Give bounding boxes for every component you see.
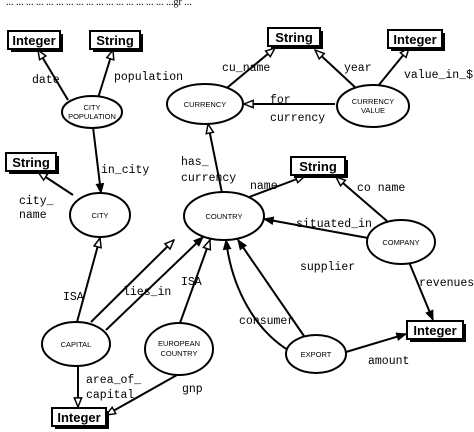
label-isa-capital: ISA — [63, 291, 84, 304]
label-area-of: area_of_ — [86, 374, 141, 387]
currency-value-label-1: CURRENCY — [352, 97, 395, 106]
edge-cu-name — [221, 48, 275, 93]
edge-date — [38, 50, 69, 101]
label-area-capital: capital — [86, 389, 134, 402]
integer-box-right: Integer — [406, 320, 466, 342]
integer-box-top-right-label: Integer — [393, 32, 436, 47]
edge-labels: date population in_city city_ name cu_na… — [19, 62, 474, 402]
edge-revenues — [408, 261, 434, 320]
label-name: name — [250, 180, 278, 193]
european-country-label-1: EUROPEAN — [158, 339, 200, 348]
string-box-left-label: String — [12, 155, 50, 170]
european-country-label-2: COUNTRY — [161, 349, 198, 358]
edge-city-name — [38, 172, 74, 196]
edge-isa-capital — [90, 240, 174, 323]
label-gnp: gnp — [182, 383, 203, 396]
string-box-top-label: String — [275, 30, 313, 45]
edge-supplier — [237, 240, 305, 337]
export-node: EXPORT — [285, 334, 347, 374]
city-population-node: CITY POPULATION — [61, 95, 123, 129]
string-box-top-left: String — [89, 30, 143, 52]
edge-consumer — [226, 240, 289, 351]
label-isa-european: ISA — [181, 276, 202, 289]
string-box-top: String — [267, 27, 323, 49]
top-cutoff-text: ... ... ... ... ... ... ... ... ... ... … — [6, 0, 192, 8]
country-node: COUNTRY — [183, 191, 265, 241]
company-label: COMPANY — [382, 238, 419, 247]
capital-label: CAPITAL — [61, 340, 92, 349]
edge-situated-in — [264, 219, 369, 239]
edge-isa-capital-city — [76, 238, 100, 323]
integer-box-top-left: Integer — [7, 30, 63, 52]
label-population: population — [114, 71, 183, 84]
edge-has-currency — [208, 124, 223, 194]
string-box-left: String — [5, 152, 59, 174]
capital-node: CAPITAL — [41, 321, 111, 367]
edge-lies-in — [105, 237, 203, 331]
label-currency: currency — [270, 112, 325, 125]
edge-year — [315, 50, 358, 90]
string-box-top-left-label: String — [96, 33, 134, 48]
integer-box-bottom: Integer — [51, 407, 109, 429]
country-label: COUNTRY — [206, 212, 243, 221]
label-cu-name: cu_name — [222, 62, 270, 75]
edge-amount — [345, 334, 406, 353]
label-in-city: in_city — [101, 164, 149, 177]
export-label: EXPORT — [301, 350, 332, 359]
label-city-name-1: city_ — [19, 195, 54, 208]
label-co-name: co name — [357, 182, 405, 195]
city-population-label-1: CITY — [83, 103, 100, 112]
edge-in-city — [92, 126, 101, 193]
string-box-mid: String — [290, 156, 348, 178]
edges — [38, 48, 434, 415]
currency-node: CURRENCY — [166, 83, 244, 125]
city-label: CITY — [91, 211, 108, 220]
label-consumer: consumer — [239, 315, 294, 328]
integer-box-right-label: Integer — [413, 323, 456, 338]
label-lies-in: lies_in — [123, 286, 171, 299]
currency-value-node: CURRENCY VALUE — [336, 84, 410, 128]
city-population-label-2: POPULATION — [68, 112, 116, 121]
company-node: COMPANY — [366, 219, 436, 265]
integer-box-bottom-label: Integer — [57, 410, 100, 425]
label-for: for — [270, 94, 291, 107]
entity-nodes: CITY POPULATION CITY CURRENCY CURRENCY V… — [41, 83, 436, 376]
integer-box-top-right: Integer — [387, 29, 445, 51]
label-year: year — [344, 62, 372, 75]
string-box-mid-label: String — [299, 159, 337, 174]
label-situated-in: situated_in — [296, 218, 372, 231]
label-city-name-2: name — [19, 209, 47, 222]
type-boxes: Integer String String String Integer Str… — [5, 27, 466, 429]
european-country-node: EUROPEAN COUNTRY — [144, 322, 214, 376]
label-supplier: supplier — [300, 261, 355, 274]
label-date: date — [32, 74, 60, 87]
label-amount: amount — [368, 355, 409, 368]
edge-population — [97, 50, 113, 99]
label-has-currency: currency — [181, 172, 236, 185]
label-revenues: revenues — [419, 277, 474, 290]
city-node: CITY — [69, 192, 131, 238]
edge-co-name — [336, 177, 388, 222]
label-has: has_ — [181, 156, 209, 169]
edge-gnp — [106, 374, 178, 415]
edge-name — [243, 176, 305, 200]
currency-label: CURRENCY — [184, 100, 227, 109]
edge-value-in — [377, 48, 409, 87]
integer-box-top-left-label: Integer — [12, 33, 55, 48]
edge-isa-european — [179, 240, 210, 324]
label-value-in: value_in_$ — [404, 69, 473, 82]
currency-value-label-2: VALUE — [361, 106, 385, 115]
